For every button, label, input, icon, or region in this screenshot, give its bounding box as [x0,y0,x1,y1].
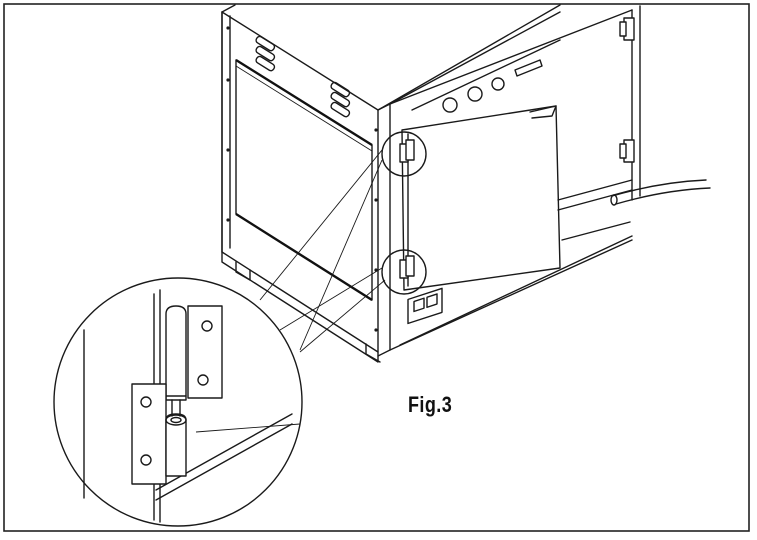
vent-slots [255,35,351,118]
power-cable [610,179,711,206]
leader-lines [259,149,386,353]
magnified-hinge-detail [53,277,303,527]
control-switch [407,287,443,325]
open-door-panel [401,105,561,291]
figure-caption: Fig.3 [408,392,453,417]
hinge-highlight-lower [381,249,427,295]
appliance-cabinet [221,4,711,363]
hinge-highlight-upper [381,131,427,177]
border-frame [3,3,750,532]
